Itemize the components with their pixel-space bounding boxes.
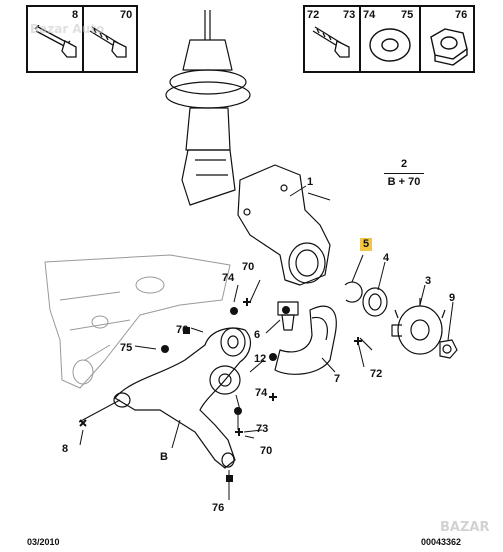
label-part-8-left: 8: [62, 443, 69, 455]
hub-nut-drawing: [439, 339, 458, 359]
label-part-5: 5: [360, 238, 373, 251]
label-part-76-top: 76: [176, 324, 189, 336]
nut-icon: [430, 28, 468, 66]
label-part-74-bottom: 74: [255, 387, 268, 399]
circlip-drawing: [344, 281, 363, 303]
label-part-73: 73: [256, 423, 269, 435]
note-divider: [384, 172, 424, 174]
wishbone-drawing: [113, 327, 252, 469]
legend-cell-72: 72: [307, 9, 320, 21]
strut-drawing: [165, 10, 251, 206]
part-markers: [161, 306, 290, 482]
legend-divider: [419, 7, 421, 71]
note-numerator: 2: [400, 158, 408, 170]
label-part-70-bottom: 70: [260, 445, 273, 457]
watermark-bottom: BAZAR: [440, 520, 490, 535]
legend-cell-8: 8: [72, 9, 79, 21]
watermark-top: Bazar Auto: [30, 22, 105, 36]
bolt-flange-icon: [312, 26, 350, 58]
label-part-76-bottom: 76: [212, 502, 225, 514]
marker-dot: [269, 353, 277, 361]
label-part-72: 72: [370, 368, 383, 380]
footer-date: 03/2010: [27, 537, 60, 547]
label-part-6: 6: [254, 329, 261, 341]
label-part-4: 4: [383, 252, 390, 264]
marker-dot: [161, 345, 169, 353]
marker-square: [183, 327, 190, 334]
note-fraction: 2 B + 70: [384, 158, 424, 188]
note-denominator: B + 70: [387, 175, 421, 188]
label-part-B: B: [160, 451, 168, 463]
label-part-12: 12: [254, 353, 267, 365]
legend-cell-75: 75: [401, 9, 414, 21]
label-part-70-top: 70: [242, 261, 255, 273]
label-part-7: 7: [334, 373, 341, 385]
legend-box-right: 72 73 74 75 76: [303, 5, 475, 73]
cross-markers: [79, 298, 362, 436]
brake-shield-drawing: [274, 305, 337, 375]
marker-square: [226, 475, 233, 482]
legend-cell-73: 73: [343, 9, 356, 21]
legend-divider: [359, 7, 361, 71]
hub-drawing: [391, 298, 446, 355]
legend-divider: [82, 7, 84, 71]
footer-code: 00043362: [421, 537, 462, 547]
bearing-drawing: [362, 287, 388, 317]
bolt-72-drawing: [359, 337, 373, 351]
label-part-75: 75: [120, 342, 133, 354]
legend-box-left: 8 70: [26, 5, 138, 73]
leader-lines: [78, 185, 454, 500]
label-part-3: 3: [425, 275, 432, 287]
bolt-flange-icon: [89, 26, 127, 58]
subframe-drawing: [44, 254, 231, 389]
stud-drawing: [277, 301, 299, 331]
marker-dot: [282, 306, 290, 314]
label-part-74-top: 74: [222, 272, 235, 284]
washer-icon: [369, 28, 411, 62]
legend-cell-74: 74: [363, 9, 376, 21]
label-part-9: 9: [449, 292, 456, 304]
marker-dot: [230, 307, 238, 315]
legend-cell-70: 70: [120, 9, 133, 21]
legend-cell-76: 76: [455, 9, 468, 21]
knuckle-drawing: [237, 164, 331, 286]
marker-dot: [234, 407, 242, 415]
bolt-hex-icon: [34, 25, 77, 58]
label-part-1: 1: [307, 176, 314, 188]
